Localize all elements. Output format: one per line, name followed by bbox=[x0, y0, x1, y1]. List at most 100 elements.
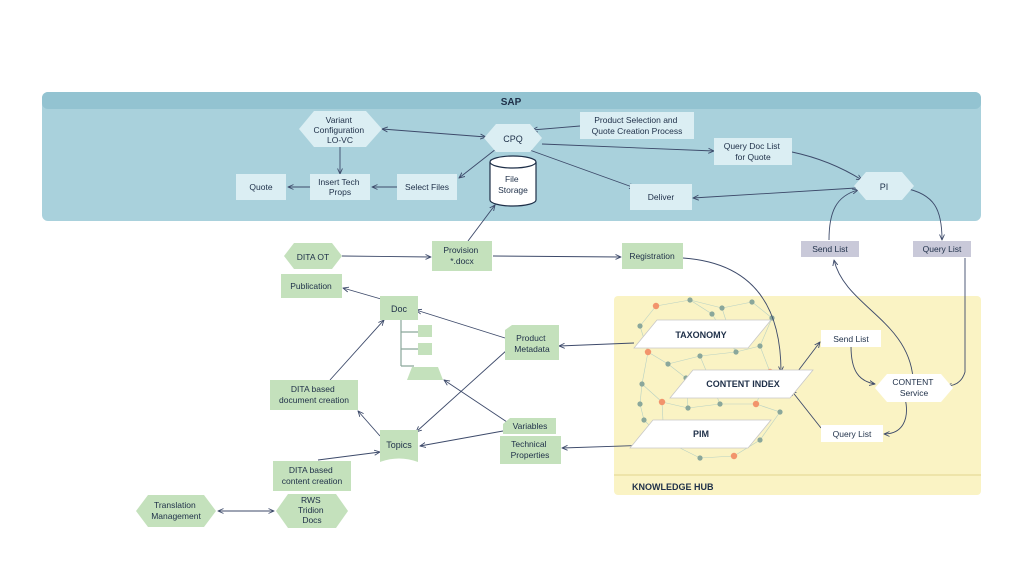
edge-doc-publication bbox=[343, 288, 382, 300]
network-link bbox=[759, 411, 781, 441]
query-list-tag[interactable]: Query List bbox=[913, 241, 971, 257]
topics-node[interactable]: Topics bbox=[380, 430, 418, 462]
edge-index-sendlist bbox=[794, 342, 820, 376]
deliver-node[interactable]: Deliver bbox=[630, 184, 692, 210]
edge-taxonomy-metadata bbox=[559, 342, 635, 346]
content-index-plane: CONTENT INDEX bbox=[669, 369, 814, 399]
network-dot bbox=[757, 343, 763, 349]
doc-node[interactable]: Doc bbox=[380, 296, 418, 320]
content-service-line-2: Service bbox=[900, 388, 929, 398]
send-list-tag-label: Send List bbox=[812, 244, 848, 254]
edge-metadata-topics bbox=[416, 349, 508, 432]
network-link bbox=[755, 403, 781, 413]
select-files-node[interactable]: Select Files bbox=[397, 174, 457, 200]
translation-management-node[interactable]: Translation Management bbox=[136, 495, 216, 527]
svg-text:DITA based content creat: DITA based content creation bbox=[282, 465, 343, 486]
network-dot bbox=[641, 417, 647, 423]
network-dot bbox=[658, 398, 666, 406]
product-selection-node[interactable]: Product Selection and Quote Creation Pro… bbox=[580, 112, 694, 139]
query-list-hub-node[interactable]: Query List bbox=[821, 425, 883, 442]
pi-node[interactable]: PI bbox=[854, 172, 914, 200]
edge-provision-storage bbox=[467, 205, 495, 242]
network-link bbox=[655, 299, 691, 307]
svg-text:Technical Properties: Technical Properties bbox=[511, 439, 550, 460]
network-link bbox=[667, 355, 701, 365]
network-link bbox=[735, 345, 761, 353]
product-metadata-line-1: Product bbox=[516, 333, 546, 343]
query-list-hub-label: Query List bbox=[833, 429, 872, 439]
network-dot bbox=[777, 409, 783, 415]
registration-node[interactable]: Registration bbox=[622, 243, 683, 269]
technical-properties-line-2: Properties bbox=[511, 450, 550, 460]
svg-text:Insert Tech Props: Insert Tech Props bbox=[318, 177, 362, 197]
network-dot bbox=[709, 311, 715, 317]
dita-ot-node[interactable]: DITA OT bbox=[284, 243, 342, 269]
edge-topics-ditadoc bbox=[358, 411, 381, 437]
deliver-label: Deliver bbox=[648, 192, 675, 202]
network-dot bbox=[719, 305, 725, 311]
edge-cpq-querydoc bbox=[541, 143, 714, 151]
edge-cpq-select bbox=[459, 148, 497, 178]
dita-document-creation-node[interactable]: DITA based document creation bbox=[270, 380, 358, 410]
network-dot bbox=[749, 299, 755, 305]
variant-configuration-node[interactable]: Variant Configuration LO-VC bbox=[299, 111, 382, 147]
rws-line-1: RWS bbox=[301, 495, 321, 505]
edge-sendlist-pi bbox=[828, 190, 858, 241]
edge-variant-cpq bbox=[382, 129, 486, 137]
rws-line-2: Tridion bbox=[298, 505, 324, 515]
file-storage-cylinder[interactable]: File Storage bbox=[489, 155, 537, 207]
edge-productsel-cpq bbox=[532, 125, 581, 130]
edge-querylist-hub-index bbox=[791, 390, 822, 429]
edge-metadata-doc bbox=[416, 310, 506, 339]
edge-variables-template bbox=[444, 380, 508, 423]
network-dot bbox=[665, 361, 671, 367]
dita-document-line-2: document creation bbox=[279, 395, 349, 405]
product-selection-line-1: Product Selection and bbox=[594, 115, 677, 125]
send-list-tag[interactable]: Send List bbox=[801, 241, 859, 257]
svg-text:Product Metadata: Product Metadata bbox=[514, 333, 550, 354]
network-dot bbox=[687, 297, 693, 303]
dita-document-line-1: DITA based bbox=[291, 384, 335, 394]
publication-node[interactable]: Publication bbox=[281, 274, 342, 298]
variant-config-line-2: Configuration bbox=[314, 125, 365, 135]
edge-provision-registration bbox=[492, 256, 621, 257]
edge-service-sendlisttag bbox=[834, 260, 914, 379]
product-metadata-node[interactable]: Product Metadata bbox=[505, 325, 559, 360]
insert-tech-props-node[interactable]: Insert Tech Props bbox=[310, 174, 370, 200]
rws-tridion-docs-node[interactable]: RWS Tridion Docs bbox=[276, 494, 348, 528]
file-storage-line-1: File bbox=[505, 174, 519, 184]
query-doc-list-line-2: for Quote bbox=[735, 152, 771, 162]
send-list-hub-node[interactable]: Send List bbox=[821, 330, 881, 347]
network-link bbox=[699, 351, 737, 357]
dita-content-line-1: DITA based bbox=[289, 465, 333, 475]
network-dot bbox=[757, 437, 763, 443]
edges bbox=[218, 125, 966, 511]
provision-line-1: Provision bbox=[443, 245, 478, 255]
provision-node[interactable]: Provision *.docx bbox=[432, 241, 492, 271]
pi-label: PI bbox=[880, 182, 889, 192]
quote-node[interactable]: Quote bbox=[236, 174, 286, 200]
network-link bbox=[759, 317, 773, 347]
dita-content-creation-node[interactable]: DITA based content creation bbox=[273, 461, 351, 491]
edge-sendlist-service bbox=[850, 345, 875, 384]
pim-label: PIM bbox=[693, 429, 709, 439]
publication-label: Publication bbox=[290, 281, 332, 291]
svg-text:CONTENT Service: CONTENT Service bbox=[892, 377, 935, 398]
registration-label: Registration bbox=[629, 251, 675, 261]
network-link bbox=[639, 383, 643, 405]
cpq-node[interactable]: CPQ bbox=[484, 124, 542, 152]
network-link bbox=[689, 299, 713, 315]
edge-cpq-deliver bbox=[523, 147, 635, 188]
query-doc-list-node[interactable]: Query Doc List for Quote bbox=[714, 138, 792, 165]
network-dot bbox=[730, 452, 738, 460]
content-service-node[interactable]: CONTENT Service bbox=[875, 374, 953, 402]
variables-technical-properties-node[interactable]: Variables Technical Properties bbox=[500, 418, 561, 464]
svg-text:Product Selection and Qu: Product Selection and Quote Creation Pro… bbox=[592, 115, 683, 136]
svg-text:File Storage: File Storage bbox=[498, 174, 528, 195]
network-dot bbox=[733, 349, 739, 355]
pim-plane: PIM bbox=[629, 419, 772, 449]
edge-service-querylist bbox=[884, 397, 907, 434]
query-doc-list-line-1: Query Doc List bbox=[724, 141, 781, 151]
variant-config-line-3: LO-VC bbox=[327, 135, 353, 145]
variables-label: Variables bbox=[513, 421, 548, 431]
